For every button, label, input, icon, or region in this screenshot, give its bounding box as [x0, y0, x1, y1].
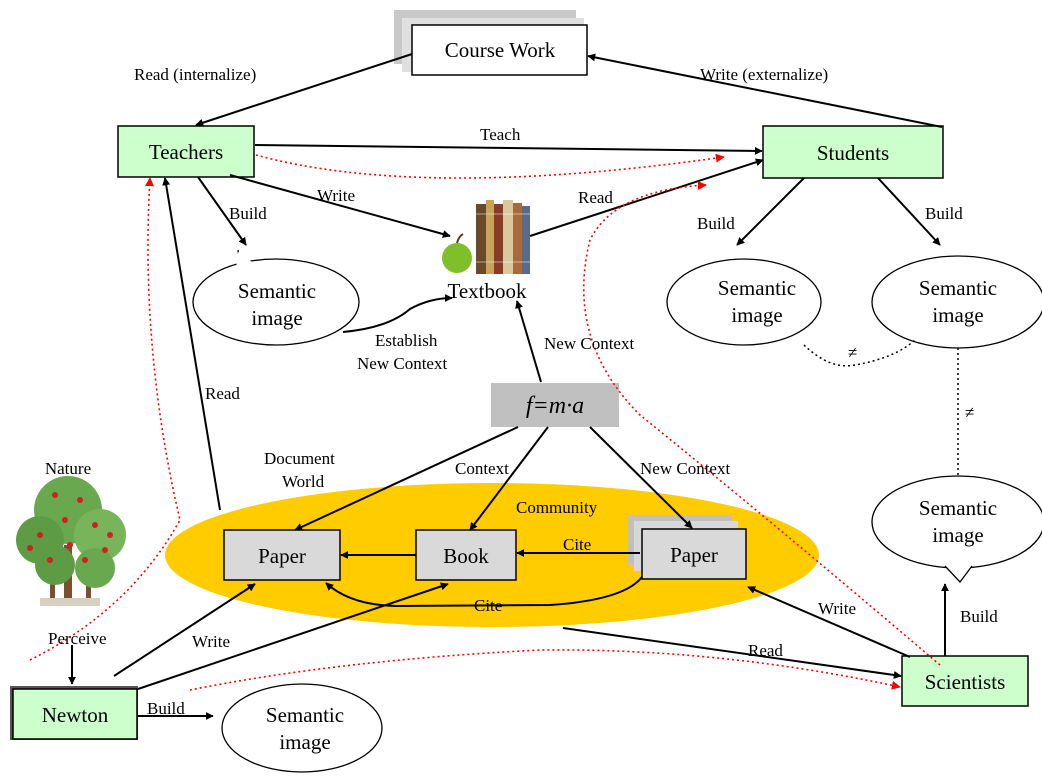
svg-text:image: image — [932, 523, 983, 547]
label-write-scientist: Write — [818, 599, 856, 618]
label-teach: Teach — [480, 125, 521, 144]
newton-node[interactable]: Newton — [10, 686, 138, 740]
label-build-newton: Build — [147, 699, 185, 718]
svg-text:Semantic: Semantic — [919, 276, 997, 300]
red-dotted-arrows — [29, 153, 941, 691]
label-write-externalize: Write (externalize) — [700, 65, 828, 84]
label-world: World — [282, 472, 325, 491]
label-cite-top: Cite — [563, 535, 591, 554]
student-semantic-bubble-1: Semantic image — [666, 258, 822, 346]
not-equal-links — [803, 339, 959, 476]
scientist-semantic-bubble: Semantic image — [871, 475, 1042, 584]
svg-text:Semantic: Semantic — [718, 276, 796, 300]
label-read-textbook: Read — [578, 188, 613, 207]
paper-right-node[interactable]: Paper — [628, 515, 747, 580]
label-build-student-2: Build — [925, 204, 963, 223]
formula-node[interactable]: f=m·a — [491, 383, 619, 427]
label-read-teacher: Read — [205, 384, 240, 403]
teachers-node[interactable]: Teachers — [117, 125, 255, 178]
label-build-teacher: Build — [229, 204, 267, 223]
svg-text:image: image — [251, 306, 302, 330]
teachers-label: Teachers — [149, 140, 223, 164]
nature-label: Nature — [45, 459, 91, 478]
student-semantic-bubble-2: Semantic image — [871, 255, 1042, 349]
label-new-context-paper: New Context — [640, 459, 730, 478]
label-perceive: Perceive — [48, 629, 107, 648]
svg-text:Semantic: Semantic — [238, 279, 316, 303]
newton-semantic-bubble: Semantic image — [221, 683, 383, 773]
solid-arrows — [68, 53, 949, 720]
course-work-label: Course Work — [445, 38, 556, 62]
label-context: Context — [455, 459, 509, 478]
book-label: Book — [443, 544, 489, 568]
label-build-student-1: Build — [697, 214, 735, 233]
book-node[interactable]: Book — [415, 529, 517, 581]
apple-icon — [442, 243, 472, 273]
scientists-node[interactable]: Scientists — [901, 655, 1029, 707]
course-work-node[interactable]: Course Work — [394, 10, 588, 76]
label-establish: Establish — [375, 331, 438, 350]
svg-text:Semantic: Semantic — [919, 496, 997, 520]
tree-icon — [16, 476, 126, 606]
svg-text:Semantic: Semantic — [266, 703, 344, 727]
paper-right-label: Paper — [670, 543, 718, 567]
textbook-label: Textbook — [447, 279, 527, 303]
label-build-scientist: Build — [960, 607, 998, 626]
label-cite-bottom: Cite — [474, 596, 502, 615]
edge-labels: Read (internalize) Write (externalize) T… — [48, 65, 998, 718]
students-label: Students — [817, 141, 889, 165]
label-not-equal-1: ≠ — [848, 343, 857, 362]
svg-text:image: image — [932, 303, 983, 327]
label-not-equal-2: ≠ — [965, 403, 974, 422]
newton-label: Newton — [42, 703, 109, 727]
label-write-newton: Write — [192, 632, 230, 651]
textbook-image — [442, 200, 530, 274]
label-document: Document — [264, 449, 335, 468]
label-community: Community — [516, 498, 598, 517]
svg-text:image: image — [279, 730, 330, 754]
scientists-label: Scientists — [925, 670, 1006, 694]
label-write-teacher: Write — [317, 186, 355, 205]
label-read-internalize: Read (internalize) — [134, 65, 256, 84]
label-new-context-establish: New Context — [357, 354, 447, 373]
svg-text:image: image — [731, 303, 782, 327]
paper-left-label: Paper — [258, 544, 306, 568]
paper-left-node[interactable]: Paper — [223, 529, 341, 581]
label-read-scientist: Read — [748, 641, 783, 660]
teacher-semantic-bubble: Semantic image — [192, 249, 360, 346]
students-node[interactable]: Students — [762, 125, 944, 179]
formula-label: f=m·a — [526, 393, 584, 419]
label-new-context-textbook: New Context — [544, 334, 634, 353]
